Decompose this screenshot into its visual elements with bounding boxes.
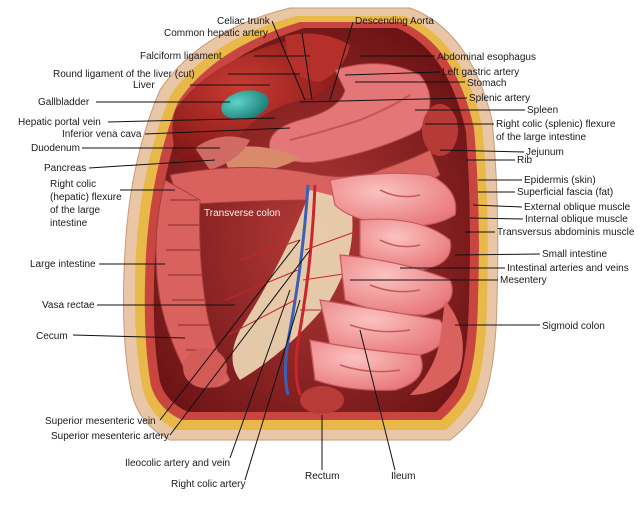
stomach bbox=[268, 63, 431, 163]
label-transverse-colon: Transverse colon bbox=[204, 208, 280, 219]
label-celiac-trunk: Celiac trunk bbox=[217, 16, 271, 27]
label-right-colic-artery: Right colic artery bbox=[171, 479, 245, 490]
label-spleen: Spleen bbox=[527, 105, 558, 116]
label-superior-mesenteric-artery: Superior mesenteric artery bbox=[51, 431, 169, 442]
label-right-colic-hepatic-4: intestine bbox=[50, 218, 88, 229]
label-large-intestine: Large intestine bbox=[30, 259, 96, 270]
label-cecum: Cecum bbox=[36, 331, 68, 342]
cecum bbox=[183, 348, 227, 388]
label-group: Celiac trunk Common hepatic artery Desce… bbox=[18, 16, 635, 490]
label-mesentery: Mesentery bbox=[500, 275, 547, 286]
label-pancreas: Pancreas bbox=[44, 163, 86, 174]
liver-left-lobe bbox=[285, 33, 350, 82]
spleen bbox=[422, 104, 458, 156]
label-vasa-recta: Vasa rectae bbox=[42, 300, 95, 311]
sigmoid-colon bbox=[410, 300, 463, 395]
label-round-ligament: Round ligament of the liver (cut) bbox=[53, 69, 195, 80]
label-right-colic-splenic-flexure: Right colic (splenic) flexure bbox=[496, 119, 616, 130]
duodenum bbox=[195, 136, 250, 170]
label-external-oblique: External oblique muscle bbox=[524, 202, 631, 213]
label-right-colic-hepatic-3: of the large bbox=[50, 205, 100, 216]
ascending-colon-haustra bbox=[166, 199, 216, 351]
rectum bbox=[300, 386, 344, 414]
label-common-hepatic-artery: Common hepatic artery bbox=[164, 28, 268, 39]
label-liver: Liver bbox=[133, 80, 155, 91]
label-left-gastric-artery: Left gastric artery bbox=[442, 67, 519, 78]
label-sigmoid-colon: Sigmoid colon bbox=[542, 321, 605, 332]
gallbladder bbox=[221, 90, 269, 120]
label-inferior-vena-cava: Inferior vena cava bbox=[62, 129, 142, 140]
label-superficial-fascia: Superficial fascia (fat) bbox=[517, 187, 613, 198]
label-right-colic-splenic-flexure-2: of the large intestine bbox=[496, 132, 586, 143]
label-epidermis: Epidermis (skin) bbox=[524, 175, 596, 186]
label-descending-aorta: Descending Aorta bbox=[355, 16, 434, 27]
label-rectum: Rectum bbox=[305, 471, 339, 482]
superior-mesenteric-artery bbox=[294, 184, 317, 396]
label-intestinal-arteries: Intestinal arteries and veins bbox=[507, 263, 629, 274]
label-jejunum: Jejunum bbox=[526, 147, 564, 158]
label-splenic-artery: Splenic artery bbox=[469, 93, 530, 104]
superior-mesenteric-vein bbox=[283, 184, 310, 396]
label-rib: Rib bbox=[517, 155, 532, 166]
small-intestine bbox=[309, 172, 457, 391]
label-duodenum: Duodenum bbox=[31, 143, 80, 154]
label-hepatic-portal-vein: Hepatic portal vein bbox=[18, 117, 101, 128]
label-superior-mesenteric-vein: Superior mesenteric vein bbox=[45, 416, 156, 427]
label-falciform-ligament: Falciform ligament bbox=[140, 51, 222, 62]
label-internal-oblique: Internal oblique muscle bbox=[525, 214, 628, 225]
mesentery bbox=[232, 190, 353, 380]
label-right-colic-hepatic-2: (hepatic) flexure bbox=[50, 192, 122, 203]
label-abdominal-esophagus: Abdominal esophagus bbox=[437, 52, 536, 63]
label-small-intestine: Small intestine bbox=[542, 249, 607, 260]
ascending-colon bbox=[155, 179, 231, 388]
vasa-recta bbox=[224, 229, 371, 336]
label-right-colic-hepatic-1: Right colic bbox=[50, 179, 96, 190]
label-transversus-abdominis: Transversus abdominis muscle bbox=[497, 227, 635, 238]
leader-lines bbox=[72, 20, 541, 481]
label-gallbladder: Gallbladder bbox=[38, 97, 90, 108]
label-stomach: Stomach bbox=[467, 78, 506, 89]
label-ileum: Ileum bbox=[391, 471, 415, 482]
stomach-rugae bbox=[289, 94, 411, 141]
label-ileocolic: Ileocolic artery and vein bbox=[125, 458, 230, 469]
